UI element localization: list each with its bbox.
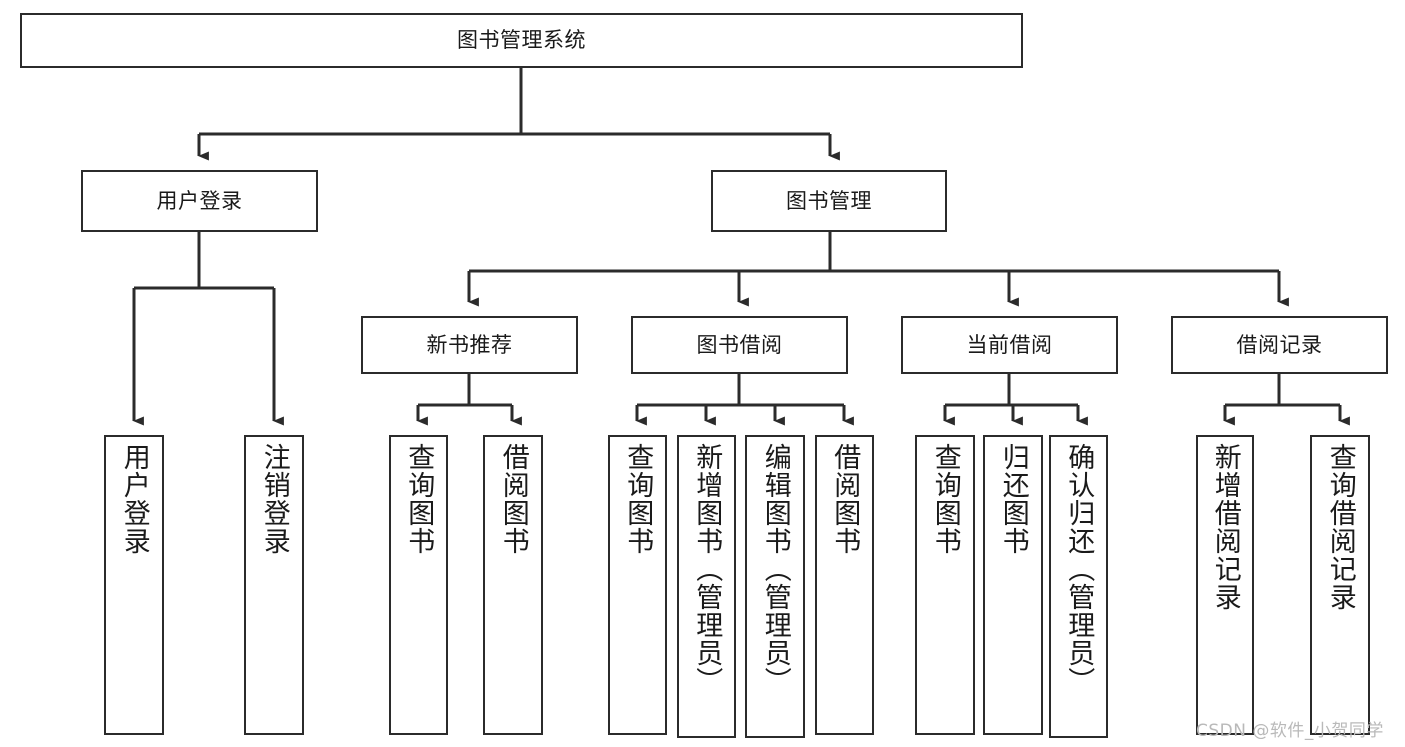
- node-current-borrow[interactable]: 当前借阅: [901, 316, 1118, 374]
- node-leaf-return-book[interactable]: 归还图书: [983, 435, 1043, 735]
- node-book-manage[interactable]: 图书管理: [711, 170, 947, 232]
- node-label: 新增借阅记录: [1209, 443, 1241, 611]
- node-label: 查询图书: [403, 443, 435, 555]
- node-leaf-edit-book[interactable]: 编辑图书（管理员）: [745, 435, 805, 738]
- node-label: 借阅图书: [829, 443, 861, 555]
- node-borrow-record[interactable]: 借阅记录: [1171, 316, 1388, 374]
- node-root[interactable]: 图书管理系统: [20, 13, 1023, 68]
- node-label: 查询图书: [622, 443, 654, 555]
- node-leaf-confirm-return[interactable]: 确认归还（管理员）: [1049, 435, 1108, 738]
- node-leaf-query-book-2[interactable]: 查询图书: [608, 435, 667, 735]
- node-label: 借阅记录: [1236, 332, 1323, 357]
- node-leaf-query-book-1[interactable]: 查询图书: [389, 435, 448, 735]
- node-leaf-query-book-3[interactable]: 查询图书: [915, 435, 975, 735]
- node-user-login[interactable]: 用户登录: [81, 170, 318, 232]
- node-leaf-borrow-book-1[interactable]: 借阅图书: [483, 435, 543, 735]
- node-label: 查询借阅记录: [1324, 443, 1356, 611]
- node-leaf-add-book[interactable]: 新增图书（管理员）: [677, 435, 736, 738]
- node-label: 注销登录: [258, 443, 290, 555]
- node-label: 图书管理: [786, 188, 872, 213]
- node-label: 用户登录: [118, 443, 150, 555]
- node-book-borrow[interactable]: 图书借阅: [631, 316, 848, 374]
- node-leaf-query-record[interactable]: 查询借阅记录: [1310, 435, 1370, 735]
- node-label: 借阅图书: [497, 443, 529, 555]
- node-leaf-user-login[interactable]: 用户登录: [104, 435, 164, 735]
- node-label: 编辑图书（管理员）: [759, 443, 791, 695]
- node-label: 用户登录: [156, 188, 243, 213]
- node-new-book-rec[interactable]: 新书推荐: [361, 316, 578, 374]
- node-label: 新书推荐: [426, 332, 513, 357]
- node-leaf-borrow-book-2[interactable]: 借阅图书: [815, 435, 874, 735]
- node-label: 确认归还（管理员）: [1063, 443, 1095, 695]
- node-label: 图书管理系统: [457, 28, 586, 52]
- node-label: 查询图书: [929, 443, 961, 555]
- node-leaf-add-record[interactable]: 新增借阅记录: [1196, 435, 1254, 735]
- node-label: 归还图书: [997, 443, 1029, 555]
- node-label: 图书借阅: [696, 332, 783, 357]
- node-label: 新增图书（管理员）: [691, 443, 723, 695]
- node-label: 当前借阅: [966, 332, 1053, 357]
- node-leaf-user-logout[interactable]: 注销登录: [244, 435, 304, 735]
